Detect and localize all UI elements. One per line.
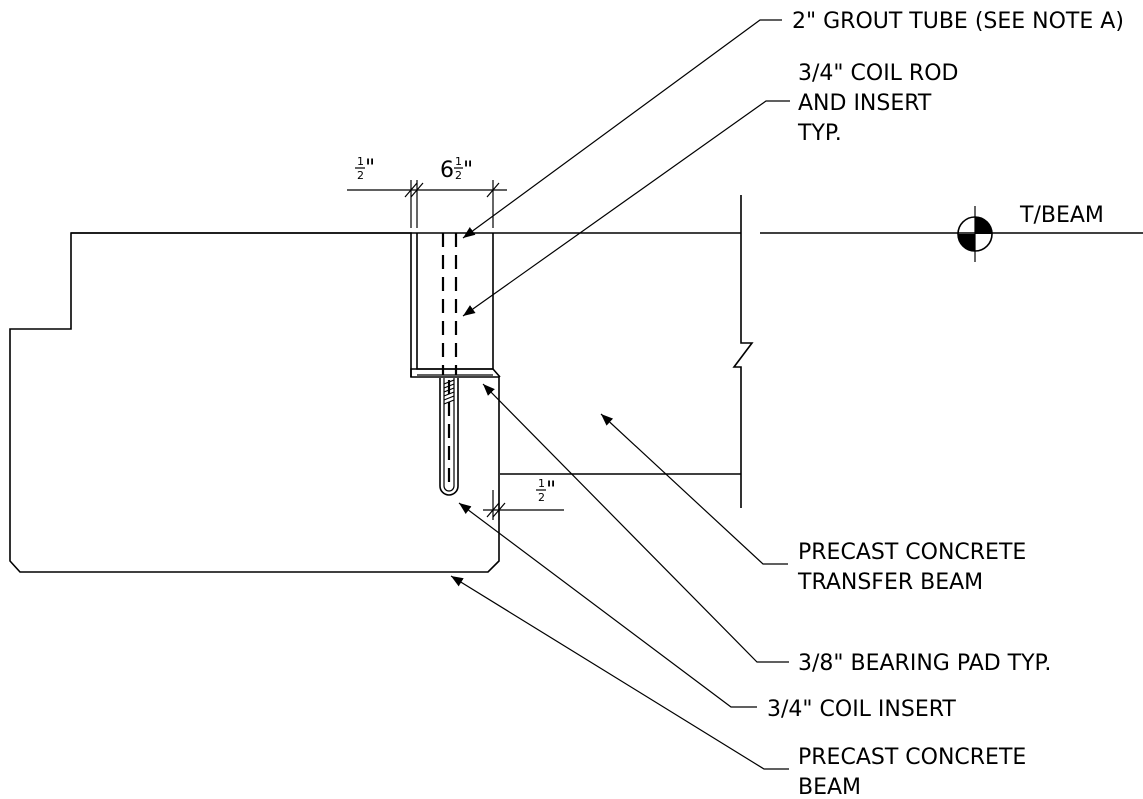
break-line	[732, 195, 754, 508]
coil-insert	[439, 378, 459, 496]
svg-text:2: 2	[538, 491, 545, 504]
label-coil-rod-line1: 3/4" COIL ROD	[798, 61, 958, 86]
svg-text:": "	[365, 156, 375, 181]
svg-text:1: 1	[455, 155, 462, 168]
svg-text:": "	[546, 478, 556, 503]
leader-bearing-pad	[482, 383, 789, 663]
elevation-marker-icon	[957, 206, 993, 262]
dimension-tick-2	[410, 182, 424, 198]
label-beam-line1: PRECAST CONCRETE	[798, 745, 1026, 770]
dimension-gap-top: 1 2 "	[355, 155, 375, 182]
svg-text:6: 6	[440, 158, 454, 183]
svg-text:2: 2	[455, 169, 462, 182]
leader-grout-tube	[462, 19, 782, 239]
svg-text:2: 2	[357, 169, 364, 182]
dimension-tick-1	[404, 182, 418, 198]
leader-precast-beam	[450, 575, 789, 770]
coil-thread-hatch	[443, 379, 455, 405]
dimension-tick-4	[486, 502, 500, 518]
dimension-tick-5	[492, 502, 506, 518]
dimension-gap-bottom: 1 2 "	[536, 477, 556, 504]
svg-text:1: 1	[538, 477, 545, 490]
label-coil-rod-line3: TYP.	[797, 121, 842, 146]
leader-coil-rod	[462, 100, 790, 317]
label-transfer-beam-line2: TRANSFER BEAM	[797, 570, 983, 595]
label-grout-tube: 2" GROUT TUBE (SEE NOTE A)	[792, 9, 1124, 34]
label-bearing-pad: 3/8" BEARING PAD TYP.	[798, 651, 1051, 676]
dimension-width-top: 6 1 2 "	[440, 155, 473, 183]
svg-text:": "	[463, 158, 473, 183]
precast-beam-outline	[9, 232, 500, 573]
leader-transfer-beam	[600, 413, 788, 565]
leader-coil-insert	[458, 502, 757, 708]
dimension-tick-3	[486, 182, 500, 198]
label-coil-rod-line2: AND INSERT	[798, 91, 932, 116]
elevation-label: T/BEAM	[1019, 203, 1104, 228]
label-beam-line2: BEAM	[798, 775, 861, 799]
coil-insert-inner	[443, 378, 455, 492]
label-transfer-beam-line1: PRECAST CONCRETE	[798, 540, 1026, 565]
label-coil-insert: 3/4" COIL INSERT	[767, 697, 956, 722]
svg-text:1: 1	[357, 155, 364, 168]
